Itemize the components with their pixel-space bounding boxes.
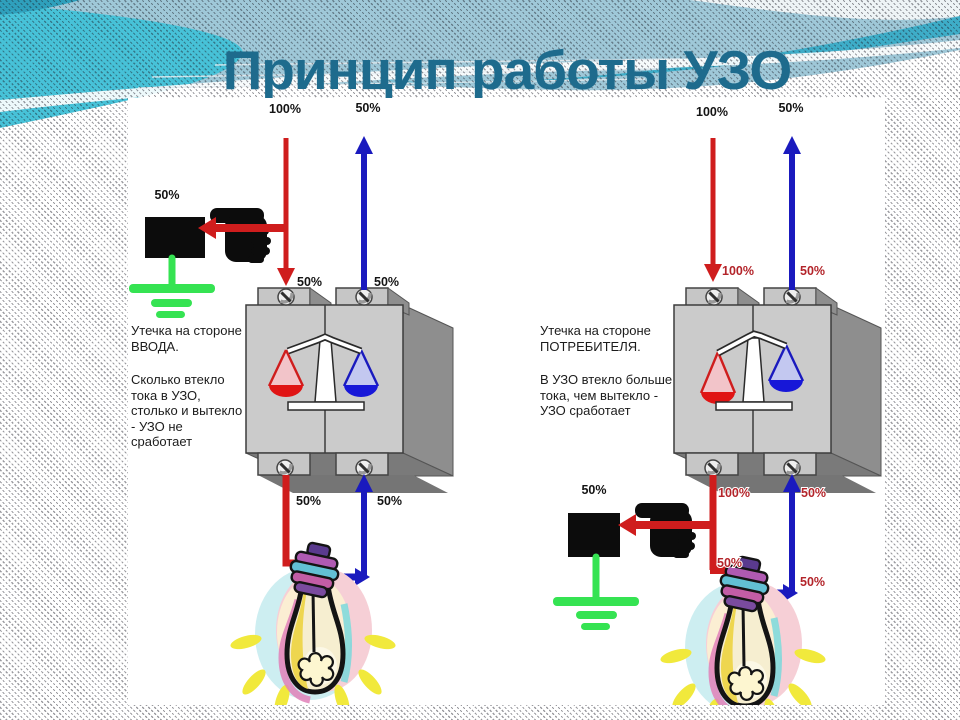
wave-stripe-teal: [360, 16, 960, 84]
label-neutral-at-bulb-right: 50%: [800, 575, 825, 589]
leak-box: [145, 217, 205, 258]
wave-decoration: [0, 0, 960, 128]
label-neutral-at-device-left: 50%: [374, 275, 399, 289]
scale-pan-red: [701, 392, 735, 404]
label-phase-at-device-left: 50%: [297, 275, 322, 289]
label-phase-to-bulb-right: 50%: [717, 556, 742, 570]
wave-strip-top-left: [0, 0, 80, 15]
wave-corner-white: [690, 0, 960, 20]
arrow-down-red: [704, 264, 722, 282]
arrow-left-red: [618, 514, 636, 536]
left-scheme: 100% 50% 50% 50% 50% 50% 50%: [129, 101, 453, 705]
label-leak-left: 50%: [154, 188, 179, 202]
label-phase-bottom-left: 50%: [296, 494, 321, 508]
leak-branch-left: [129, 208, 288, 318]
arrow-up-blue: [783, 136, 801, 154]
note-line: Утечка на стороне ВВОДА.: [131, 323, 242, 354]
scale-pan-blue: [344, 385, 378, 397]
leak-branch-right: [553, 503, 711, 630]
label-phase-top-right: 100%: [696, 105, 728, 119]
ground-icon: [129, 254, 215, 318]
balance-scale-tilted: [699, 330, 805, 411]
arrow-down-red: [277, 268, 295, 286]
hand-icon: [210, 208, 271, 263]
label-leak-right: 50%: [581, 483, 606, 497]
scale-pan-red: [269, 385, 303, 397]
scale-pan-blue: [769, 380, 803, 392]
note-input-leakage: Утечка на стороне ВВОДА. Сколько втекло …: [131, 323, 245, 450]
label-phase-at-device-right: 100%: [722, 264, 754, 278]
rcd-diagram: 100% 50% 50% 50% 50% 50% 50%: [129, 101, 885, 705]
leak-box: [568, 513, 620, 557]
arrow-up-blue: [355, 136, 373, 154]
note-consumer-leakage: Утечка на стороне ПОТРЕБИТЕЛЯ. В УЗО вте…: [540, 323, 686, 419]
note-line: Сколько втекло тока в УЗО, столько и выт…: [131, 372, 243, 449]
label-phase-below-device-right: 100%: [718, 486, 750, 500]
phase-wire-right: [704, 138, 749, 580]
slide-title: Принцип работы УЗО: [222, 39, 793, 101]
content-panel: 100% 50% 50% 50% 50% 50% 50%: [128, 98, 885, 705]
hand-icon: [635, 503, 696, 558]
ground-icon: [553, 553, 639, 630]
right-scheme: 100% 50% 100% 50% 50% 100% 50% 50% 50%: [553, 101, 881, 705]
label-neutral-below-device-right: 50%: [801, 486, 826, 500]
light-bulb-left: [229, 540, 397, 705]
label-neutral-top-left: 50%: [355, 101, 380, 115]
label-neutral-bottom-left: 50%: [377, 494, 402, 508]
arrow-left-red: [198, 217, 216, 239]
label-phase-top-left: 100%: [269, 102, 301, 116]
note-line: В УЗО втекло больше тока, чем вытекло - …: [540, 372, 673, 418]
label-neutral-top-right: 50%: [778, 101, 803, 115]
neutral-wire-left: [338, 136, 373, 586]
note-line: Утечка на стороне ПОТРЕБИТЕЛЯ.: [540, 323, 651, 354]
title-accent-lines: [137, 58, 681, 89]
balance-scale-balanced: [267, 333, 380, 411]
wave-band-steel: [0, 0, 960, 115]
wave-highlight-white: [0, 40, 960, 112]
label-neutral-at-device-right: 50%: [800, 264, 825, 278]
